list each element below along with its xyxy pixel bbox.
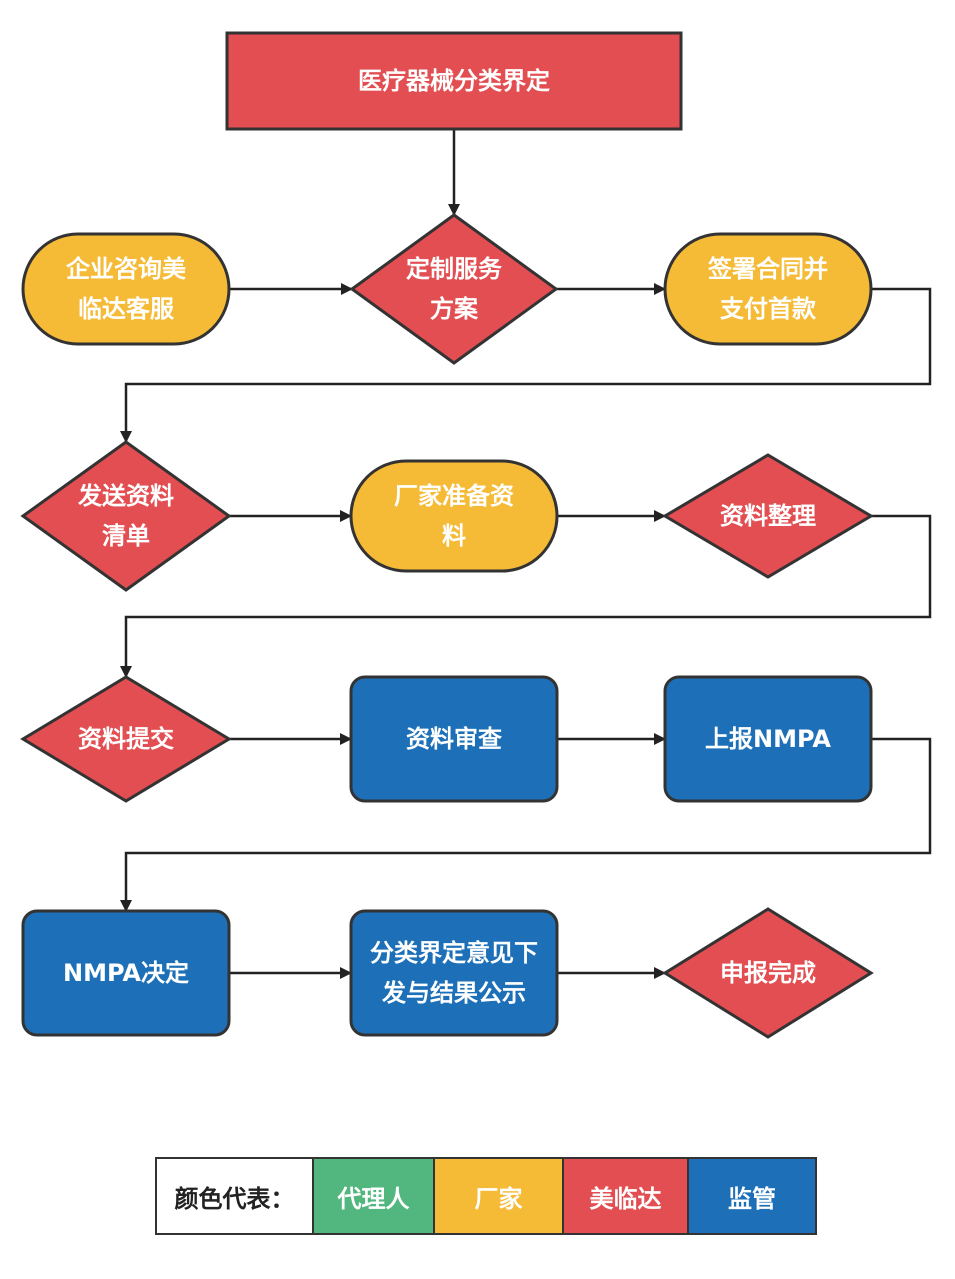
flow-node-n6-diamond: 资料整理 (662, 453, 874, 579)
node-label: 签署合同并 (707, 255, 828, 283)
connectors (120, 129, 932, 979)
legend-item-manufacturer: 厂家 (435, 1159, 564, 1233)
legend-item-agent: 代理人 (314, 1159, 435, 1233)
node-label: 上报NMPA (705, 725, 831, 753)
connector-n6-to-n7 (120, 514, 932, 678)
node-shape (225, 31, 683, 131)
node-shape (663, 675, 873, 803)
node-label: 分类界定意见下 (370, 939, 538, 967)
flow-node-n10-rounded: NMPA决定 (21, 909, 231, 1037)
node-shape (349, 675, 559, 803)
node-shape (662, 453, 874, 579)
connector-n9-to-n10 (120, 737, 932, 912)
legend-title: 颜色代表： (157, 1159, 314, 1233)
flow-node-n12-diamond: 申报完成 (662, 907, 874, 1039)
node-label: 申报完成 (720, 959, 816, 987)
node-shape (21, 909, 231, 1037)
node-shape (349, 459, 559, 573)
node-label: 资料审查 (406, 725, 502, 753)
node-shape (349, 909, 559, 1037)
node-label: 发与结果公示 (381, 979, 526, 1007)
nodes: 医疗器械分类界定企业咨询美临达客服定制服务方案签署合同并支付首款发送资料清单厂家… (20, 31, 874, 1039)
node-label: 清单 (102, 522, 150, 550)
legend-item-regulator: 监管 (689, 1159, 815, 1233)
node-label: 厂家准备资 (394, 482, 514, 510)
node-label: 支付首款 (720, 295, 817, 323)
flow-node-n0-rect: 医疗器械分类界定 (225, 31, 683, 131)
node-shape (20, 440, 232, 592)
node-shape (20, 675, 232, 803)
node-label: 企业咨询美 (66, 255, 186, 283)
node-shape (21, 232, 231, 346)
flow-node-n7-diamond: 资料提交 (20, 675, 232, 803)
node-label: 医疗器械分类界定 (358, 67, 550, 95)
node-shape (662, 907, 874, 1039)
node-label: 临达客服 (78, 295, 175, 323)
flow-node-n9-rounded: 上报NMPA (663, 675, 873, 803)
node-label: 方案 (430, 295, 479, 323)
node-label: 资料提交 (78, 725, 174, 753)
node-shape (663, 232, 873, 346)
node-label: NMPA决定 (63, 959, 189, 987)
color-legend: 颜色代表： 代理人 厂家 美临达 监管 (155, 1157, 817, 1235)
node-label: 发送资料 (77, 482, 174, 510)
node-label: 定制服务 (406, 255, 503, 283)
node-shape (349, 213, 559, 365)
node-label: 资料整理 (720, 502, 816, 530)
flow-node-n8-rounded: 资料审查 (349, 675, 559, 803)
legend-item-meilinda: 美临达 (564, 1159, 689, 1233)
node-label: 料 (442, 522, 466, 550)
connector-n3-to-n4 (120, 287, 932, 443)
